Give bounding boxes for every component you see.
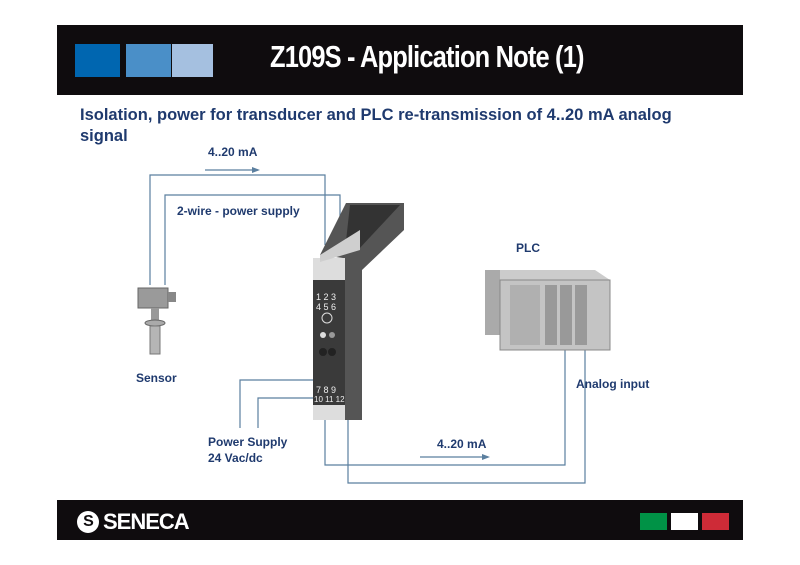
header-square-3 [172,44,213,77]
label-top-current: 4..20 mA [208,145,258,159]
wire-out-1 [324,350,566,466]
header-square-1 [75,44,120,77]
label-plc: PLC [516,241,540,255]
header-bar: Z109S - Application Note (1) [57,25,743,95]
terminals-top2: 4 5 6 [316,302,336,312]
seneca-logo-icon: S [77,511,99,533]
terminals-top: 1 2 3 [316,292,336,302]
flag-green [640,513,667,530]
label-power-supply: Power Supply [208,435,288,449]
label-two-wire: 2-wire - power supply [177,204,300,218]
flag-white [671,513,698,530]
wire-out-2 [347,350,586,484]
slide-title: Z109S - Application Note (1) [270,39,584,74]
arrow-top-head [252,167,260,173]
slide-subtitle: Isolation, power for transducer and PLC … [80,106,672,145]
terminals-bottom2: 10 11 12 [314,395,345,404]
label-sensor: Sensor [136,371,177,385]
label-analog-input: Analog input [576,377,650,391]
label-power-voltage: 24 Vac/dc [208,451,263,465]
flag-red [702,513,729,530]
terminals-bottom: 7 8 9 [316,385,336,395]
arrow-bottom-head [482,454,490,460]
plc-icon [485,270,611,351]
label-bottom-current: 4..20 mA [437,437,487,451]
wire-power-1 [239,379,318,428]
header-square-2 [126,44,171,77]
sensor-icon [137,287,176,355]
wire-power-2 [257,397,318,428]
z109s-device-icon [313,203,404,420]
wire-loop-outer [149,174,326,285]
